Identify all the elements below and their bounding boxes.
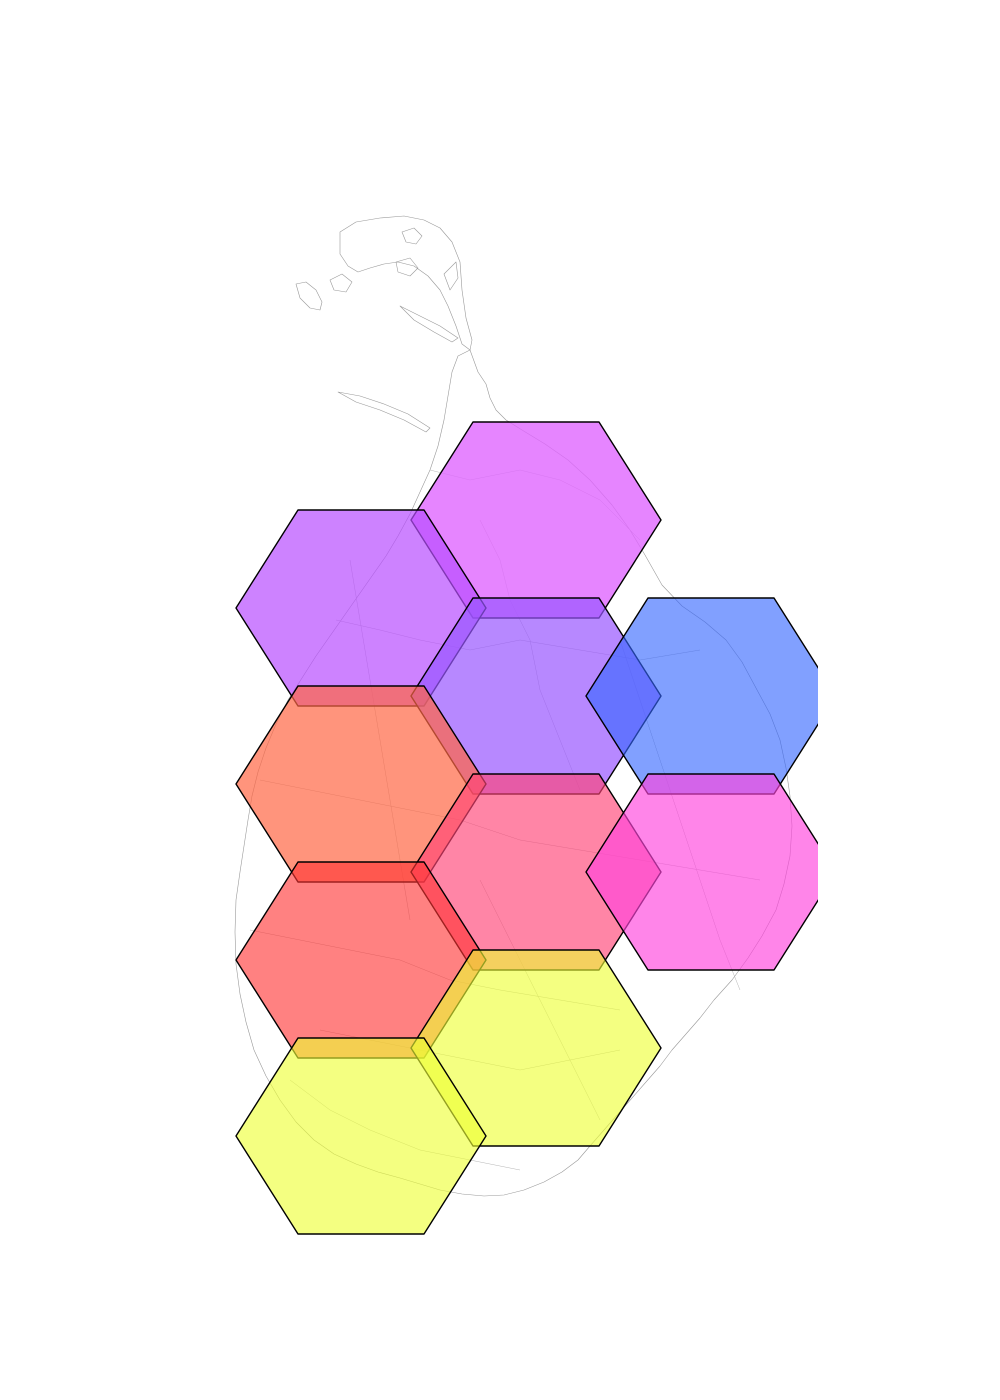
northern-peninsula [339,215,473,351]
hex-southeast [585,773,818,971]
hexbin-layer [235,421,818,1235]
islet-west [295,281,323,311]
islet-inner-2 [395,257,419,277]
islet-inner-1 [401,227,423,245]
spit-west [337,391,431,433]
lagoon-spit [399,305,459,343]
hex-far-south [235,1037,487,1235]
east-spit [443,261,459,291]
islet-northwest [329,273,353,293]
